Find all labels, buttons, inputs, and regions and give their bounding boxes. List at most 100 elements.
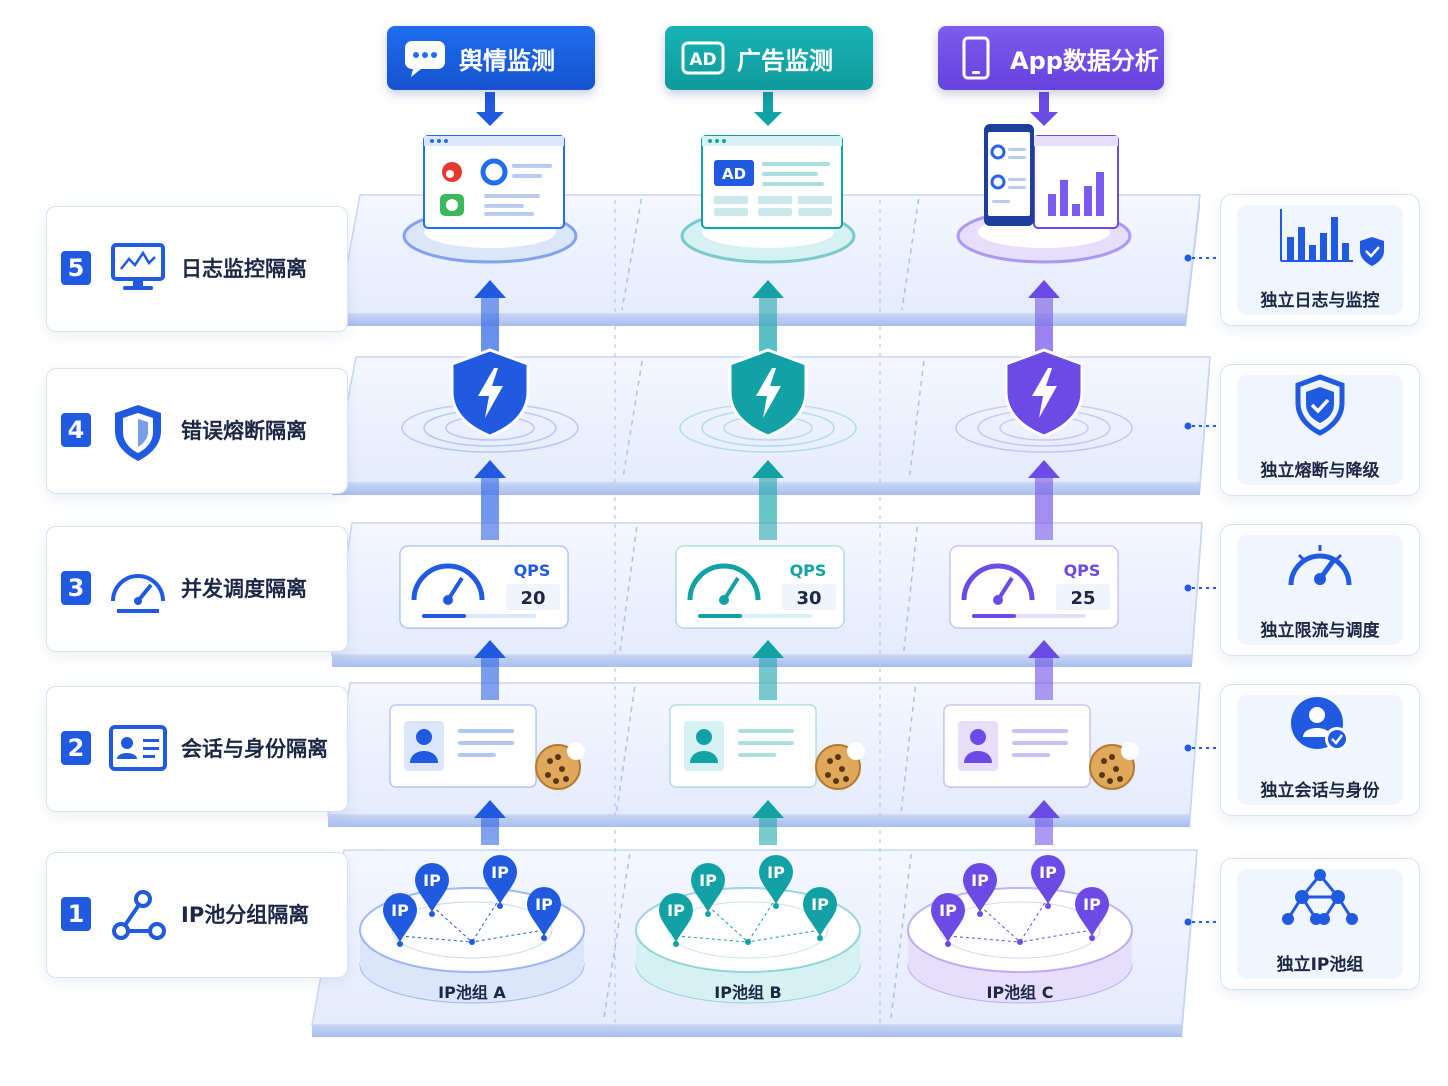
gauge-fill bbox=[972, 614, 1016, 618]
phone-line bbox=[1008, 178, 1026, 181]
pin-shape bbox=[1031, 855, 1065, 904]
capability-card-inner bbox=[1237, 869, 1403, 979]
qps-label: QPS bbox=[790, 561, 827, 580]
window-dot bbox=[708, 139, 712, 143]
window-dot bbox=[715, 139, 719, 143]
header-down-arrow bbox=[1030, 92, 1058, 126]
screen-text-line bbox=[484, 194, 540, 198]
cookie-chip bbox=[1117, 776, 1123, 782]
arrow-shaft bbox=[759, 814, 777, 845]
layer-number: 4 bbox=[61, 413, 91, 447]
window-dot bbox=[437, 139, 441, 143]
pin-label: IP bbox=[811, 895, 829, 914]
cookie-bite bbox=[847, 742, 865, 760]
monitor-chart-icon bbox=[107, 241, 169, 297]
pin-label: IP bbox=[939, 901, 957, 920]
cookie-icon bbox=[535, 742, 585, 790]
session-id-card bbox=[943, 704, 1091, 788]
capability-card-session: 独立会话与身份 bbox=[1220, 684, 1420, 816]
screen-text-line bbox=[512, 174, 542, 178]
screen-text-line bbox=[762, 182, 824, 186]
cookie-chip bbox=[1101, 758, 1107, 764]
cookie-chip bbox=[843, 776, 849, 782]
ip-pin-icon: IP bbox=[415, 863, 449, 917]
user-head-icon bbox=[416, 729, 432, 745]
screen-grid-cell bbox=[714, 208, 748, 216]
screen-grid-cell bbox=[758, 208, 792, 216]
cookie-chip bbox=[547, 758, 553, 764]
cookie-chip bbox=[563, 776, 569, 782]
ip-pin-icon: IP bbox=[483, 855, 517, 909]
arrow-head bbox=[1030, 112, 1058, 126]
phone-line bbox=[1008, 148, 1026, 151]
pool-label: IP池组 B bbox=[714, 983, 781, 1002]
arrow-head bbox=[476, 112, 504, 126]
user-body-icon bbox=[964, 751, 992, 763]
connector-dot bbox=[1184, 918, 1192, 926]
pool-link bbox=[1019, 897, 1049, 943]
layer-number: 5 bbox=[61, 251, 91, 285]
capability-card-rate-limit: 独立限流与调度 bbox=[1220, 524, 1420, 656]
connector-dot bbox=[1184, 422, 1192, 430]
gauge-arc bbox=[411, 563, 485, 601]
user-head-icon bbox=[696, 729, 712, 745]
header-down-arrow bbox=[754, 92, 782, 126]
pool-inner-ring bbox=[667, 901, 829, 959]
cookie-chip bbox=[825, 772, 831, 778]
screen-text-line bbox=[762, 172, 818, 176]
smartphone-icon bbox=[984, 124, 1034, 226]
ip-pin-icon: IP bbox=[383, 893, 417, 947]
wechat-bubble bbox=[446, 199, 458, 211]
arrow-shaft bbox=[763, 92, 773, 114]
pin-label: IP bbox=[699, 871, 717, 890]
ad-badge bbox=[714, 160, 754, 186]
flow-up-arrow bbox=[474, 800, 506, 845]
screen-grid-cell bbox=[798, 208, 832, 216]
arrow-head bbox=[474, 640, 506, 658]
chat-bubble-icon bbox=[403, 36, 447, 80]
arrow-shaft bbox=[481, 654, 499, 700]
screen-text-line bbox=[484, 204, 524, 208]
column-divider bbox=[901, 198, 920, 311]
id-card-icon bbox=[107, 721, 169, 777]
gauge-pivot bbox=[443, 595, 453, 605]
flow-up-arrow bbox=[752, 460, 784, 540]
pin-shape bbox=[963, 863, 997, 912]
layer-label: 并发调度隔离 bbox=[181, 577, 307, 601]
header-label: 广告监测 bbox=[737, 46, 833, 75]
layer-label: 会话与身份隔离 bbox=[181, 737, 328, 761]
pool-hub bbox=[745, 939, 751, 945]
header-app-analytics: App数据分析 bbox=[938, 26, 1164, 90]
qps-value-box bbox=[506, 584, 560, 610]
flow-up-arrow bbox=[474, 460, 506, 540]
pin-shape bbox=[1075, 887, 1109, 936]
pin-dot bbox=[541, 935, 547, 941]
layer-number: 2 bbox=[61, 731, 91, 765]
column-divider bbox=[602, 853, 631, 1022]
arrow-shaft bbox=[1035, 654, 1053, 700]
capability-label: 独立熔断与降级 bbox=[1260, 461, 1380, 481]
qps-value: 30 bbox=[796, 588, 821, 609]
cookie-chip bbox=[827, 758, 833, 764]
ip-pin-icon: IP bbox=[803, 887, 837, 941]
id-card-line bbox=[1012, 729, 1068, 733]
bar-chart-bar bbox=[1072, 204, 1080, 216]
speedometer-icon bbox=[1221, 533, 1419, 597]
pin-dot bbox=[673, 941, 679, 947]
arrow-head bbox=[474, 280, 506, 298]
arrow-shaft bbox=[1035, 474, 1053, 540]
flow-up-arrow bbox=[752, 640, 784, 700]
cookie-chip bbox=[545, 772, 551, 778]
pool-inner-ring bbox=[939, 901, 1101, 959]
ip-pin-icon: IP bbox=[963, 863, 997, 917]
window-dot bbox=[444, 139, 448, 143]
id-card-line bbox=[738, 741, 794, 745]
arrow-head bbox=[752, 280, 784, 298]
pin-shape bbox=[483, 855, 517, 904]
column-divider bbox=[900, 686, 916, 812]
cookie-chip bbox=[555, 754, 561, 760]
ip-pin-icon: IP bbox=[1031, 855, 1065, 909]
id-card-photo bbox=[684, 721, 724, 771]
capability-label: 独立会话与身份 bbox=[1260, 781, 1380, 801]
